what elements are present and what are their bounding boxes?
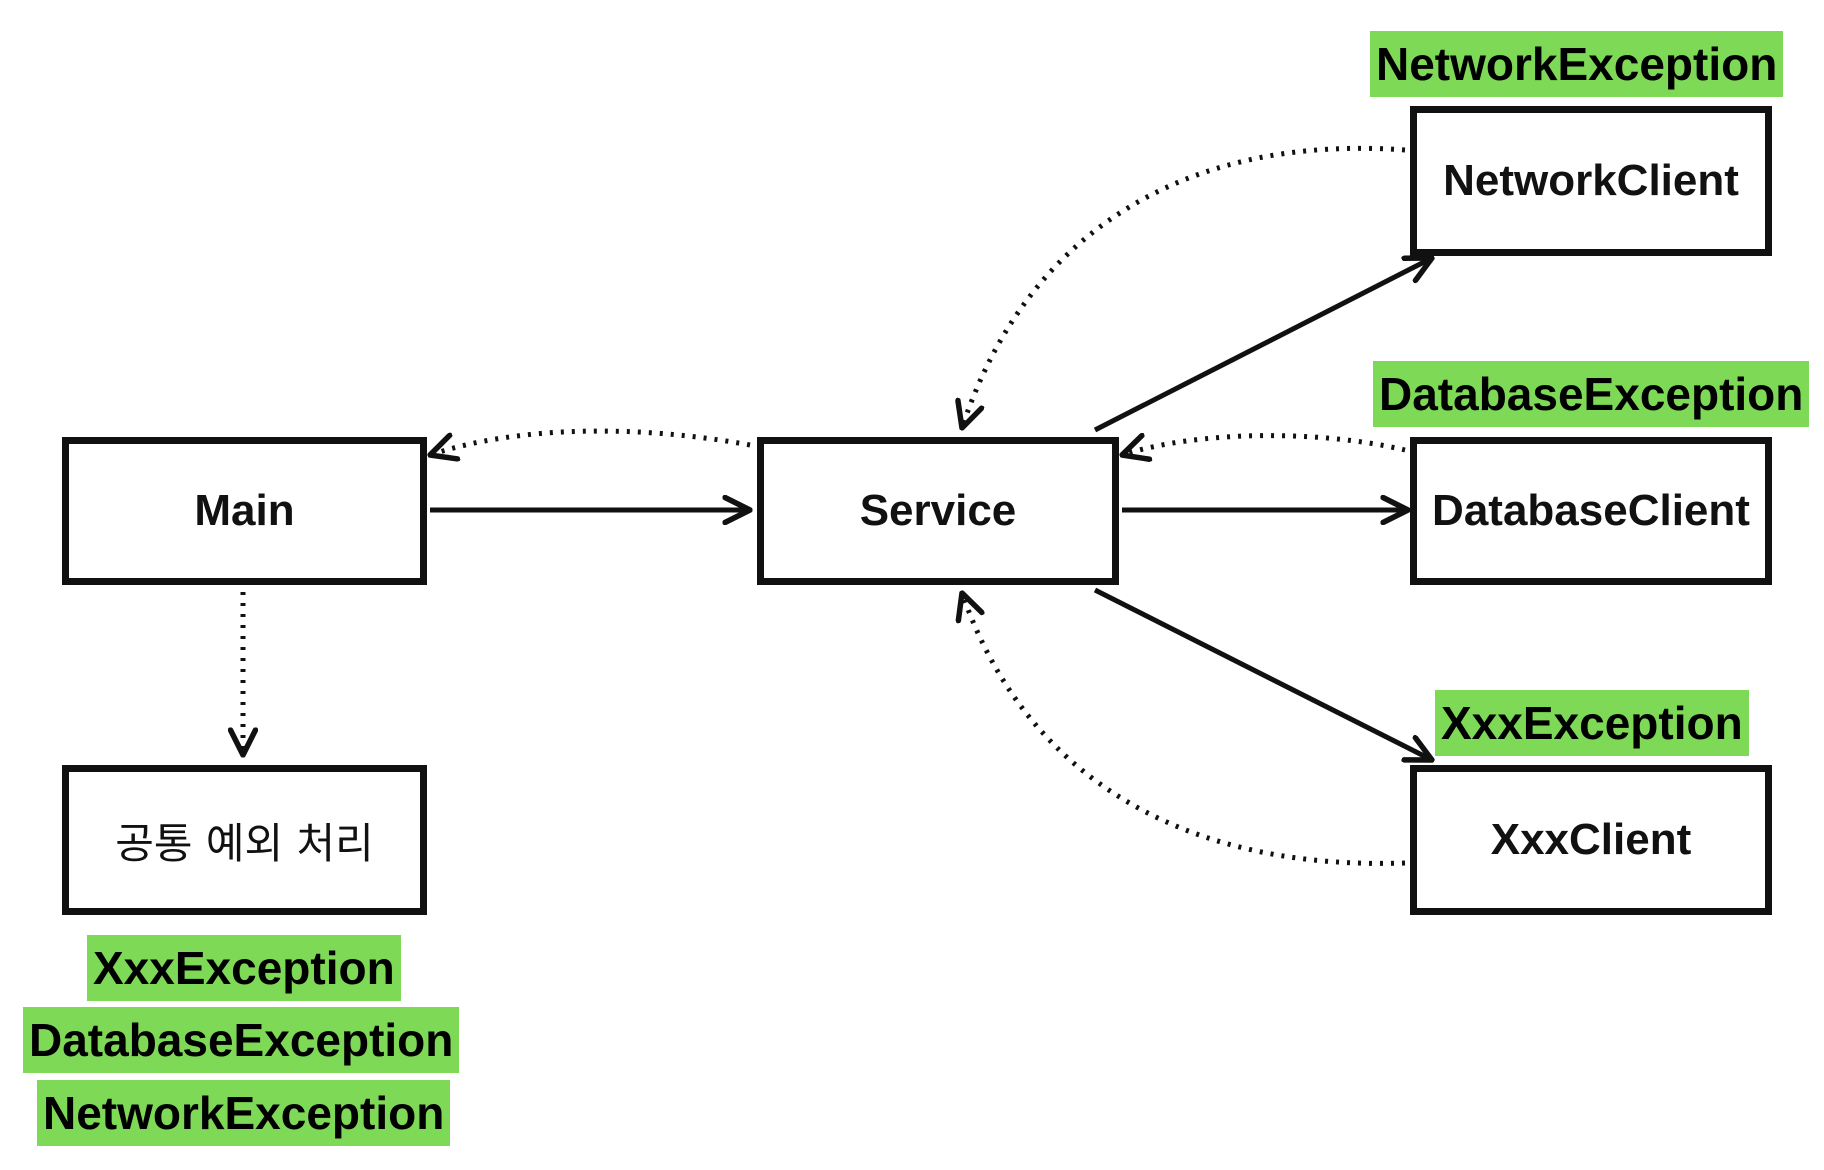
handled-exception-item: XxxException <box>87 935 401 1001</box>
call-arrow-service-to-xxx-client <box>1093 587 1432 760</box>
service-node: Service <box>757 437 1119 585</box>
handled-exception-item: NetworkException <box>37 1080 451 1146</box>
database-client-label: DatabaseClient <box>1432 486 1750 535</box>
xxx-client-label: XxxClient <box>1490 815 1692 864</box>
call-arrow-service-to-network-client <box>1093 258 1432 433</box>
main-node: Main <box>62 437 427 585</box>
common-exception-handler-label: 공통 예외 처리 <box>115 818 374 868</box>
common-exception-handler-node: 공통 예외 처리 <box>62 765 427 915</box>
database-exception-tag: DatabaseException <box>1373 361 1810 427</box>
network-client-label: NetworkClient <box>1443 156 1739 205</box>
handled-exception-item: DatabaseException <box>23 1007 460 1073</box>
database-client-node: DatabaseClient <box>1410 437 1772 585</box>
service-node-label: Service <box>859 486 1017 535</box>
network-exception-tag: NetworkException <box>1370 31 1784 97</box>
xxx-exception-tag: XxxException <box>1435 690 1749 756</box>
network-client-node: NetworkClient <box>1410 106 1772 256</box>
exception-arrow-service-to-main <box>430 428 751 455</box>
exception-arrow-database-client-to-service <box>1122 436 1406 455</box>
main-node-label: Main <box>194 486 295 535</box>
xxx-client-node: XxxClient <box>1410 765 1772 915</box>
